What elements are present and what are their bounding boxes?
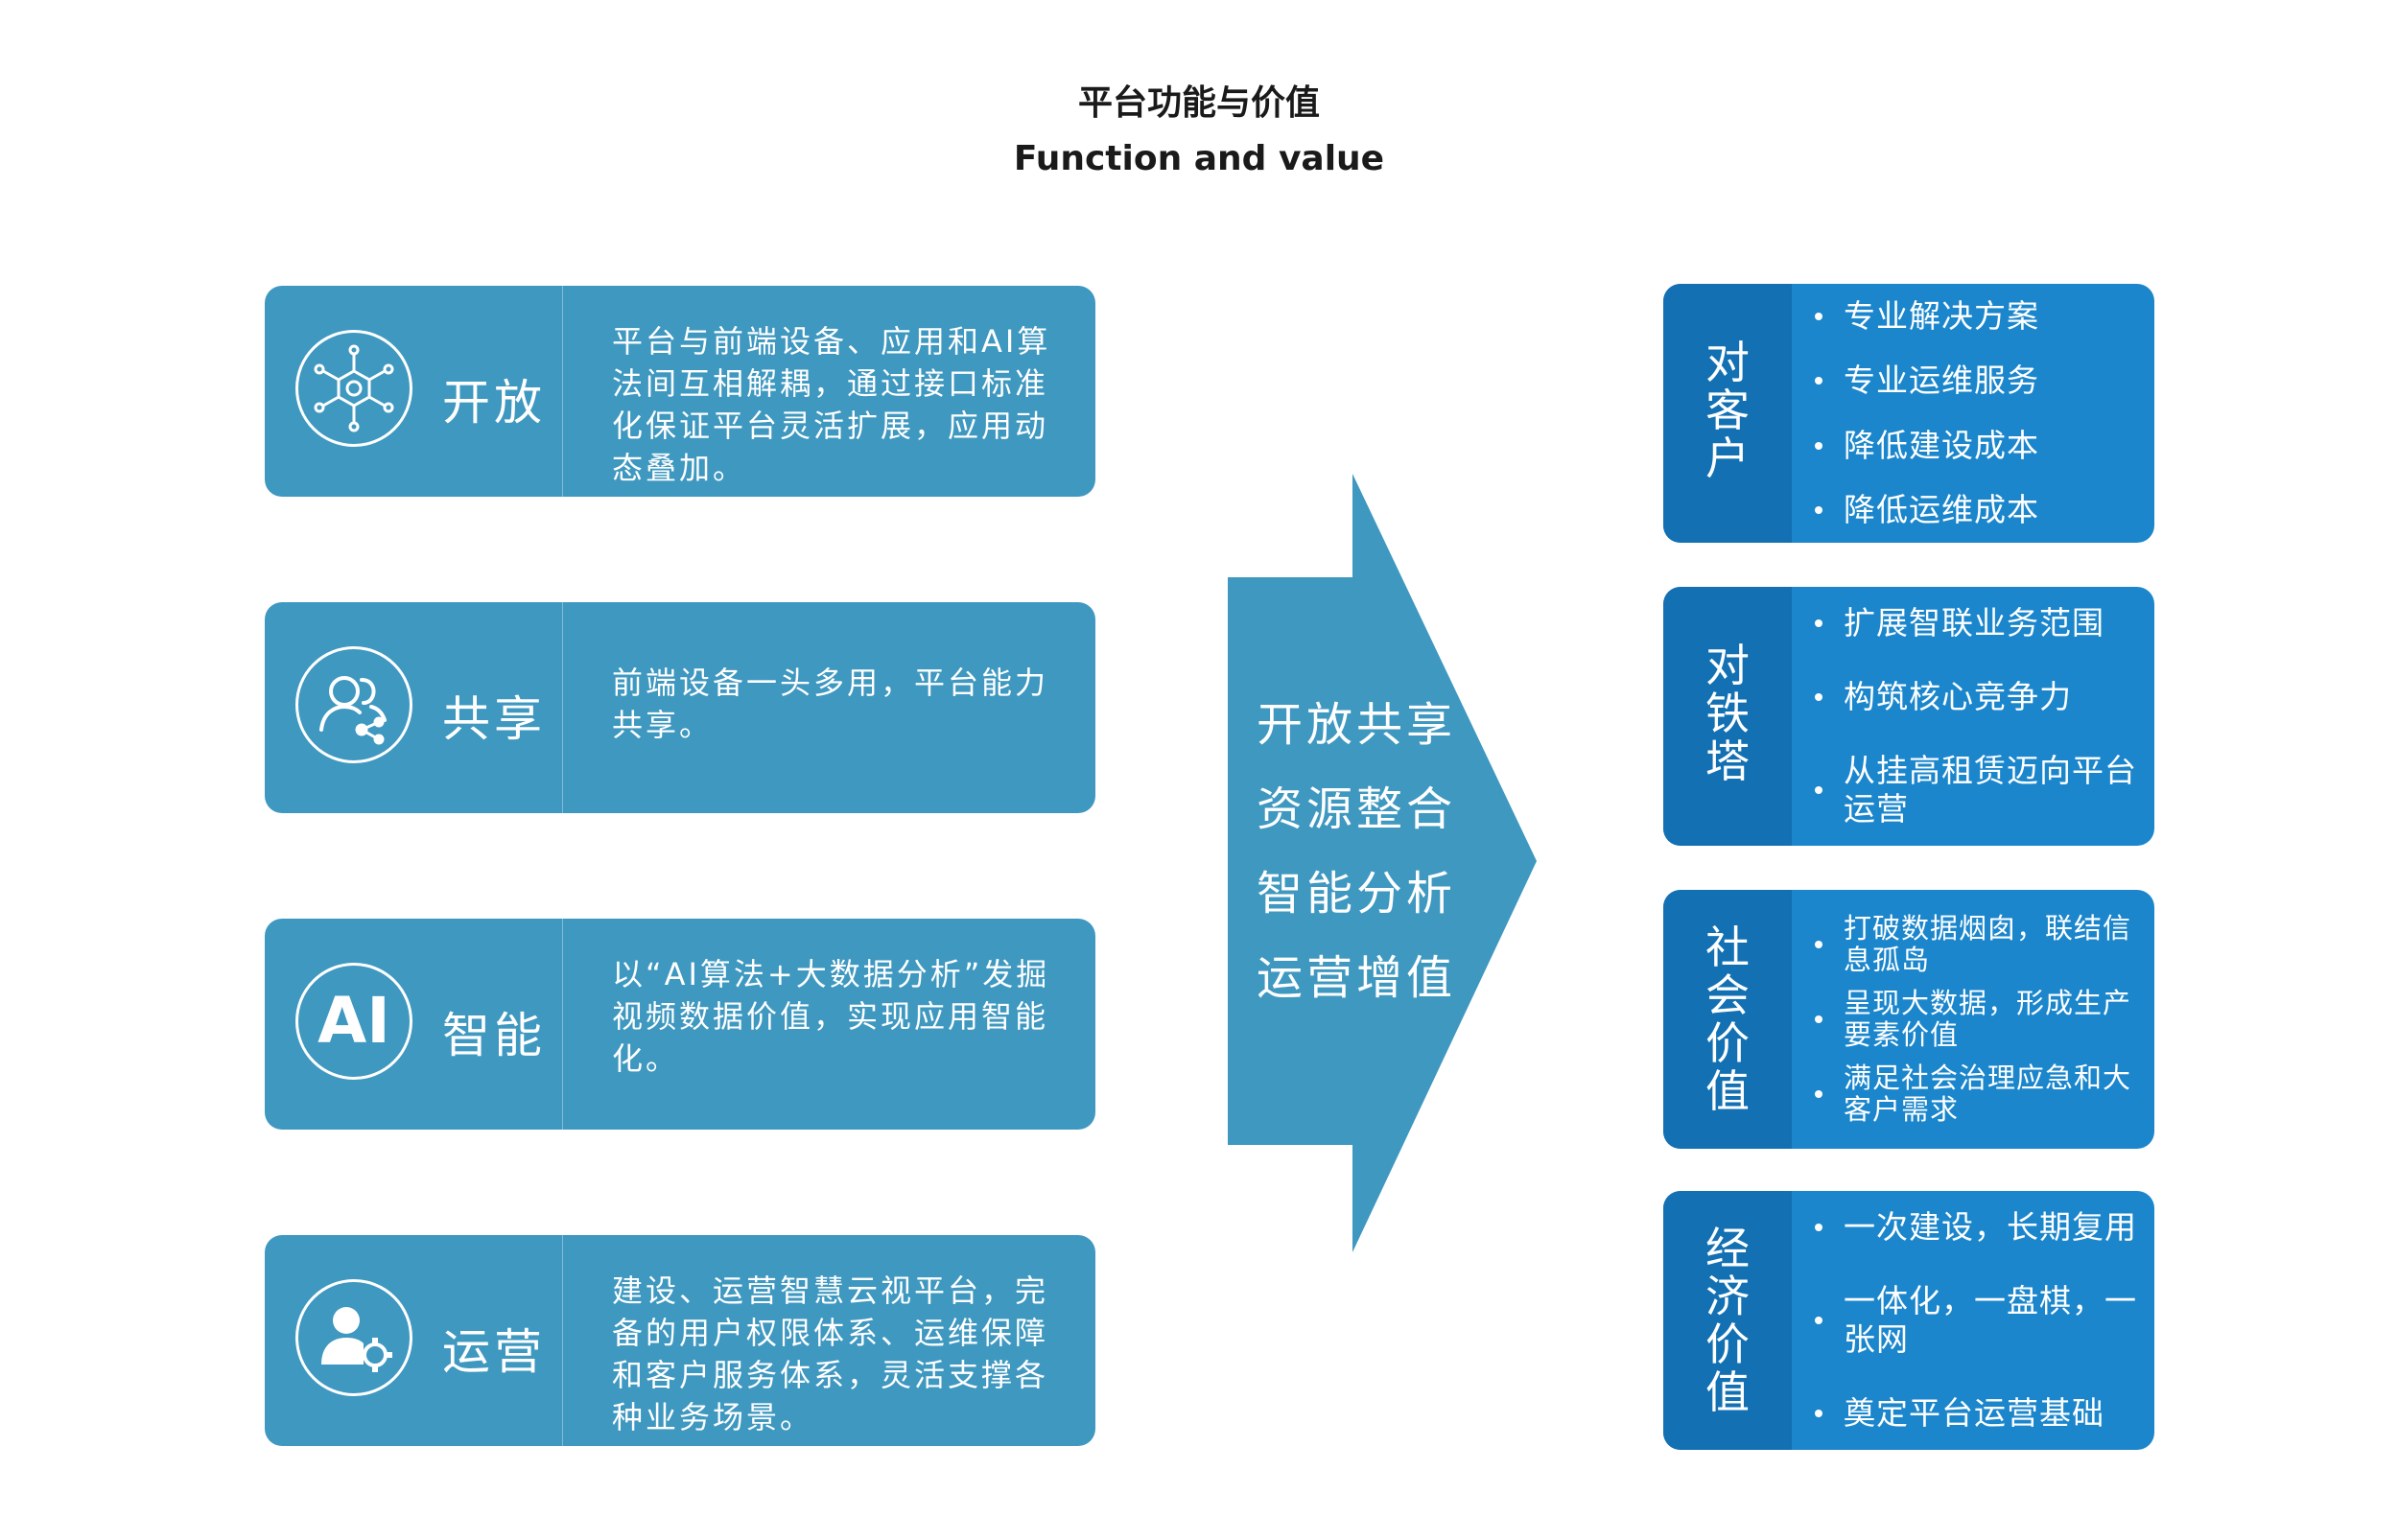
value-card-tower-label: 对 铁 塔: [1663, 642, 1792, 785]
value-card-economic: 经 济 价 值 一次建设，长期复用 一体化，一盘棋，一张网 奠定平台运营基础: [1663, 1191, 2154, 1450]
label-char: 经: [1705, 1223, 1750, 1274]
card-smart-desc: 以“AI算法+大数据分析”发掘视频数据价值，实现应用智能化。: [612, 956, 1050, 1077]
list-item: 扩展智联业务范围: [1807, 604, 2143, 642]
list-item: 降低建设成本: [1807, 427, 2143, 465]
value-list-tower: 扩展智联业务范围 构筑核心竞争力 从挂高租赁迈向平台运营: [1807, 587, 2143, 846]
arrow-line-2: 资源整合: [1257, 782, 1457, 836]
hexagon-network-icon: [295, 330, 412, 447]
label-char: 对: [1705, 640, 1750, 691]
page-title: 平台功能与价值: [1077, 83, 1320, 123]
value-list-social: 打破数据烟囱，联结信息孤岛 呈现大数据，形成生产要素价值 满足社会治理应急和大客…: [1807, 890, 2143, 1149]
center-arrow: [1228, 474, 1537, 1252]
value-list-economic: 一次建设，长期复用 一体化，一盘棋，一张网 奠定平台运营基础: [1807, 1191, 2143, 1450]
card-smart: AI 智能 以“AI算法+大数据分析”发掘视频数据价值，实现应用智能化。: [265, 919, 1095, 1130]
list-item: 一次建设，长期复用: [1807, 1208, 2143, 1247]
label-char: 客: [1705, 385, 1750, 436]
label-char: 塔: [1705, 735, 1750, 787]
card-open: 开放 平台与前端设备、应用和AI算法间互相解耦，通过接口标准化保证平台灵活扩展，…: [265, 286, 1095, 497]
ai-icon: AI: [295, 963, 412, 1080]
card-share-title: 共享: [442, 691, 546, 747]
label-char: 值: [1705, 1065, 1750, 1117]
value-card-customer: 对 客 户 专业解决方案 专业运维服务 降低建设成本 降低运维成本: [1663, 284, 2154, 543]
value-card-social: 社 会 价 值 打破数据烟囱，联结信息孤岛 呈现大数据，形成生产要素价值 满足社…: [1663, 890, 2154, 1149]
list-item: 一体化，一盘棋，一张网: [1807, 1282, 2143, 1359]
card-share: 共享 前端设备一头多用，平台能力共享。: [265, 602, 1095, 813]
value-card-social-label: 社 会 价 值: [1663, 923, 1792, 1115]
page-subtitle: Function and value: [1013, 139, 1385, 178]
label-char: 会: [1705, 969, 1750, 1021]
list-item: 降低运维成本: [1807, 491, 2143, 529]
list-item: 从挂高租赁迈向平台运营: [1807, 752, 2143, 828]
card-operate-title: 运营: [442, 1324, 546, 1380]
value-card-customer-label: 对 客 户: [1663, 338, 1792, 482]
card-operate-head: 运营: [265, 1235, 563, 1446]
label-char: 户: [1705, 432, 1750, 484]
label-char: 社: [1705, 922, 1750, 973]
list-item: 呈现大数据，形成生产要素价值: [1807, 988, 2143, 1051]
user-gear-icon: [295, 1279, 412, 1396]
card-open-head: 开放: [265, 286, 563, 497]
label-char: 济: [1705, 1271, 1750, 1322]
value-card-tower-head: 对 铁 塔: [1663, 587, 1792, 846]
arrow-line-4: 运营增值: [1257, 951, 1457, 1005]
label-char: 值: [1705, 1366, 1750, 1418]
label-char: 价: [1705, 1318, 1750, 1370]
list-item: 构筑核心竞争力: [1807, 678, 2143, 716]
value-list-customer: 专业解决方案 专业运维服务 降低建设成本 降低运维成本: [1807, 284, 2143, 543]
value-card-economic-label: 经 济 价 值: [1663, 1225, 1792, 1416]
card-share-head: 共享: [265, 602, 563, 813]
arrow-line-3: 智能分析: [1257, 867, 1457, 921]
card-smart-title: 智能: [442, 1008, 546, 1063]
list-item: 打破数据烟囱，联结信息孤岛: [1807, 913, 2143, 976]
list-item: 满足社会治理应急和大客户需求: [1807, 1062, 2143, 1126]
ai-icon-text: AI: [317, 984, 390, 1058]
center-arrow-text: 开放共享 资源整合 智能分析 运营增值: [1257, 683, 1477, 1020]
card-open-desc: 平台与前端设备、应用和AI算法间互相解耦，通过接口标准化保证平台灵活扩展，应用动…: [612, 323, 1051, 486]
label-char: 价: [1705, 1017, 1750, 1069]
label-char: 对: [1705, 337, 1750, 388]
card-operate: 运营 建设、运营智慧云视平台，完备的用户权限体系、运维保障和客户服务体系，灵活支…: [265, 1235, 1095, 1446]
arrow-line-1: 开放共享: [1257, 698, 1457, 752]
card-share-desc: 前端设备一头多用，平台能力共享。: [612, 665, 1049, 743]
label-char: 铁: [1705, 688, 1750, 739]
users-share-icon: [295, 646, 412, 763]
list-item: 奠定平台运营基础: [1807, 1394, 2143, 1433]
card-smart-head: AI 智能: [265, 919, 563, 1130]
value-card-economic-head: 经 济 价 值: [1663, 1191, 1792, 1450]
list-item: 专业解决方案: [1807, 297, 2143, 336]
card-operate-desc: 建设、运营智慧云视平台，完备的用户权限体系、运维保障和客户服务体系，灵活支撑各种…: [612, 1272, 1049, 1435]
list-item: 专业运维服务: [1807, 362, 2143, 400]
value-card-customer-head: 对 客 户: [1663, 284, 1792, 543]
value-card-tower: 对 铁 塔 扩展智联业务范围 构筑核心竞争力 从挂高租赁迈向平台运营: [1663, 587, 2154, 846]
value-card-social-head: 社 会 价 值: [1663, 890, 1792, 1149]
card-open-title: 开放: [442, 375, 546, 431]
